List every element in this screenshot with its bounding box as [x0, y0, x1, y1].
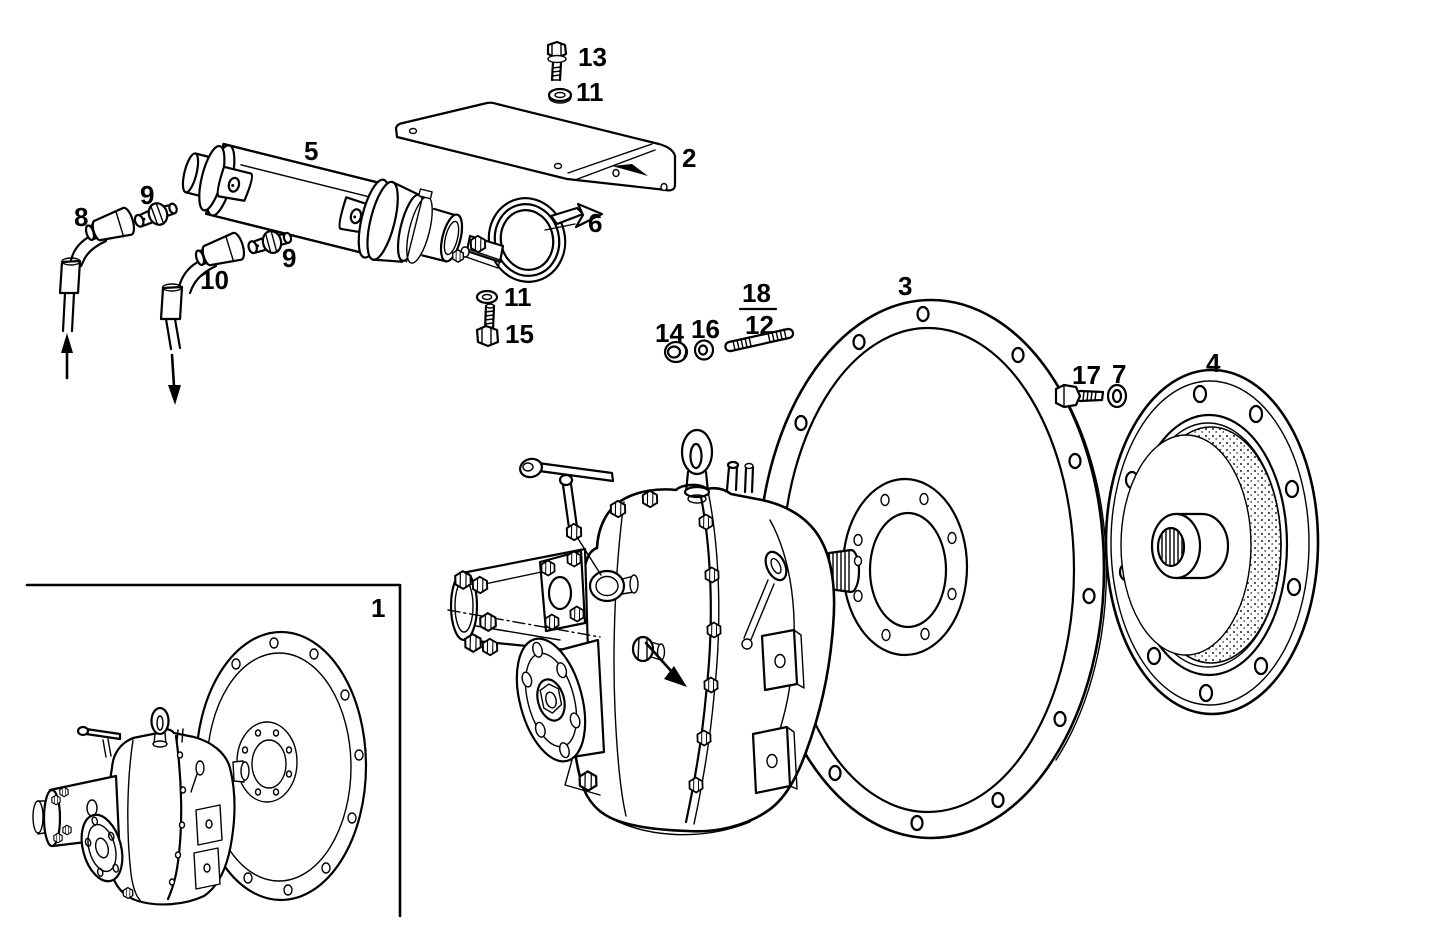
breather-plug: [725, 460, 755, 494]
lifting-eye: [680, 428, 714, 504]
hose-8: [58, 206, 136, 380]
callout-labels: 13 11 2 5 9 8 10 9 6 11 15 14 16 18 12 3…: [74, 42, 1221, 623]
cooler-pad-left: [216, 165, 254, 202]
callout-18: 18: [742, 278, 771, 308]
callout-15: 15: [505, 319, 534, 349]
output-coupling-flange: [841, 477, 969, 657]
callout-11-lower: 11: [504, 282, 532, 312]
callout-17: 17: [1072, 360, 1101, 390]
callout-14: 14: [655, 318, 684, 348]
callout-7: 7: [1112, 359, 1126, 389]
splined-shaft: [827, 548, 863, 594]
washer-11-top: [547, 87, 573, 104]
bottom-tab: [564, 759, 601, 796]
bolt-13: [546, 40, 568, 82]
damper-plate: [1104, 368, 1320, 716]
inset-gearbox: [32, 706, 236, 906]
callout-8: 8: [74, 202, 88, 232]
splined-hub: [1150, 512, 1230, 580]
selector-hook: [741, 550, 788, 650]
mount-bracket-lower: [751, 725, 798, 795]
bolt-17: [1054, 383, 1105, 409]
callout-12: 12: [745, 310, 774, 340]
fitting-9-upper: [133, 202, 178, 228]
callout-16: 16: [691, 314, 720, 344]
washer-7: [1106, 383, 1128, 409]
hose-10: [159, 231, 246, 405]
side-cover-plate: [538, 549, 587, 633]
callout-1: 1: [371, 593, 385, 623]
assembly-direction-arrow-icon: [644, 641, 687, 687]
fitting-9-lower: [247, 230, 293, 255]
inset-border: [25, 583, 402, 918]
bolt-15: [475, 303, 500, 348]
stud-12-18: [724, 327, 795, 353]
output-flange-disc: [515, 637, 587, 763]
shift-lever: [519, 457, 615, 576]
callout-10: 10: [200, 265, 229, 295]
gearbox: [447, 428, 836, 836]
callout-3: 3: [898, 271, 912, 301]
callout-13: 13: [578, 42, 607, 72]
callout-6: 6: [588, 208, 602, 238]
callout-2: 2: [682, 143, 696, 173]
ring-bolt-holes: [794, 305, 1096, 832]
washer-16: [693, 339, 715, 361]
oil-cooler: [181, 142, 464, 264]
flow-arrow-up-icon: [61, 333, 73, 380]
bearing-boss: [588, 569, 639, 603]
mount-bracket-upper: [760, 628, 805, 692]
clamp-arrow-icon: [544, 202, 604, 231]
hose-clamp: [451, 197, 604, 283]
callout-5: 5: [304, 136, 318, 166]
callout-4: 4: [1206, 348, 1221, 378]
flange-holes: [853, 492, 957, 642]
bracket-plate: [394, 101, 677, 192]
clamp-bolt-lug: [451, 234, 505, 269]
flow-arrow-down-icon: [168, 353, 181, 405]
callout-9-upper: 9: [140, 180, 154, 210]
washer-11-lower: [475, 289, 499, 305]
callout-9-lower: 9: [282, 243, 296, 273]
inset-flange-holes: [241, 729, 293, 796]
nut-14: [663, 340, 689, 364]
inset-assembled-unit: [25, 583, 402, 918]
callout-11-top: 11: [576, 77, 604, 107]
